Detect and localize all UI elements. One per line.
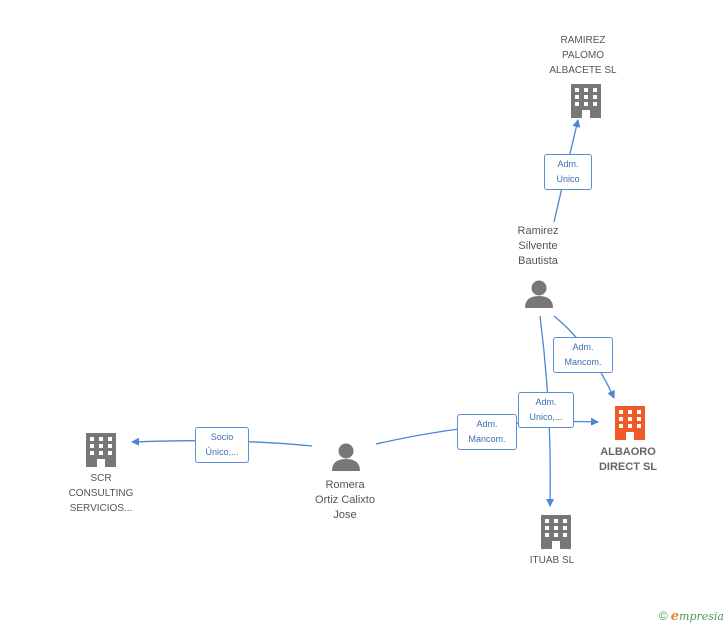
edge-label-socio-unico[interactable]: Socio Único,... [195,427,249,463]
node-label-ramirez-palomo[interactable]: RAMIREZ PALOMO ALBACETE SL [536,33,630,78]
edge-label-adm-mancom-left[interactable]: Adm. Mancom. [457,414,517,450]
edge-label-line: Socio [210,432,234,442]
node-label-line: Bautista [518,255,558,267]
edge-label-line: Adm. [557,159,579,169]
edge-label-line: Adm. [476,419,498,429]
node-label-line: Ramirez [517,225,559,237]
node-label-scr[interactable]: SCR CONSULTING SERVICIOS... [56,471,146,516]
node-label-line: SERVICIOS... [69,503,133,514]
node-label-line: Romera [325,479,365,491]
node-label-albaoro[interactable]: ALBAORO DIRECT SL [588,445,668,475]
edge-label-line: Único,... [205,447,239,457]
node-label-line: CONSULTING [68,488,134,499]
edge-label-line: Adm. [572,342,594,352]
copyright-icon: © [658,609,668,623]
building-icon-main [615,406,645,440]
node-label-line: ITUAB SL [529,555,575,566]
node-label-line: Silvente [518,240,558,252]
edge-label-line: Mancom. [468,434,506,444]
building-icon [541,515,571,549]
building-icon [571,84,601,118]
empresia-brand[interactable]: ©empresia [659,609,724,624]
edge-label-adm-mancom-right[interactable]: Adm. Mancom. [553,337,613,373]
person-icon [332,443,360,471]
node-label-line: PALOMO [561,50,605,61]
node-label-line: DIRECT SL [598,461,658,473]
node-label-ituab[interactable]: ITUAB SL [516,553,588,568]
node-label-line: ALBACETE SL [549,65,617,76]
person-icon [525,280,553,308]
edge-label-line: Unico,... [529,412,563,422]
edge-label-adm-unico-top[interactable]: Adm. Unico [544,154,592,190]
brand-logo-e: e [670,609,680,624]
node-label-line: Jose [333,509,357,521]
node-label-romera[interactable]: Romera Ortiz Calixto Jose [300,478,390,523]
edge-label-line: Mancom. [564,357,602,367]
edge-label-line: Adm. [535,397,557,407]
node-label-line: Ortiz Calixto [315,494,375,506]
node-label-ramirez-silvente[interactable]: Ramirez Silvente Bautista [497,224,579,269]
node-label-line: RAMIREZ [560,35,606,46]
brand-name: mpresia [679,610,724,623]
edge-label-line: Unico [556,174,580,184]
edge-label-adm-unico-mid[interactable]: Adm. Unico,... [518,392,574,428]
node-label-line: SCR [90,473,112,484]
node-label-line: ALBAORO [600,446,656,458]
building-icon [86,433,116,467]
